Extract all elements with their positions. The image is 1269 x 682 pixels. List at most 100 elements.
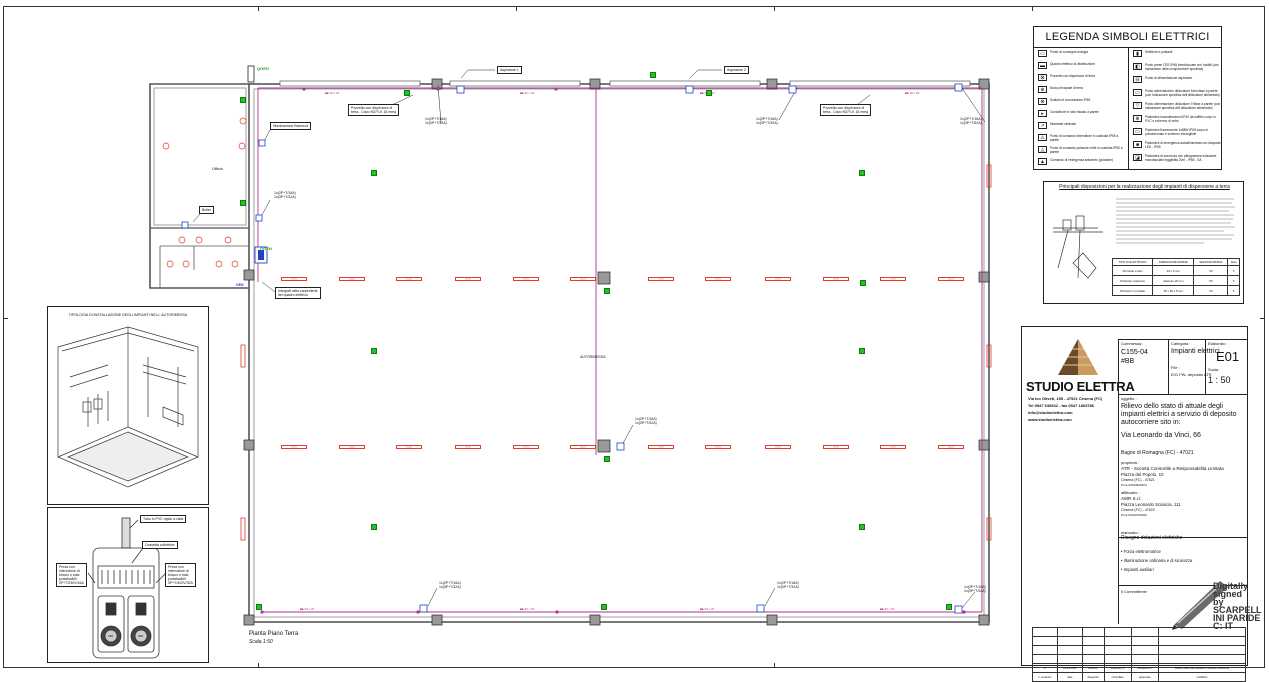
bullet-item: • Impianti ausiliari bbox=[1121, 567, 1154, 572]
fluorescent-lamp: ▭▭ bbox=[455, 277, 481, 281]
fluorescent-lamp-icon: ▭ bbox=[1133, 128, 1142, 135]
emergency-button-icon: ▲ bbox=[1038, 158, 1047, 165]
scala: 1 : 50 bbox=[1208, 375, 1231, 385]
frame-tick bbox=[774, 663, 775, 668]
plan-scale: Scala 1:50 bbox=[249, 639, 273, 645]
elaborato-label: Elaborato : bbox=[1208, 341, 1228, 346]
cassetta-label: Cassetta collettrice bbox=[142, 541, 178, 549]
vertical-riser-icon: ↗ bbox=[1038, 122, 1047, 129]
tb-divider bbox=[1118, 537, 1248, 538]
revision-cell bbox=[1056, 627, 1083, 637]
legend-item-label: Comando di emergenza antivento (pulsante… bbox=[1050, 158, 1113, 162]
junction-box-icon: ⊗ bbox=[1038, 98, 1047, 105]
revision-cell: n. revisione bbox=[1032, 672, 1058, 682]
commessa: C155-04 bbox=[1121, 349, 1148, 356]
lamp-green bbox=[859, 524, 865, 530]
legend-item: ⊗Plafoniera incandescenza IP40 da soffit… bbox=[1131, 114, 1221, 124]
prese-label: 1x(2P+T/16A) 1x(3P+T/32A) bbox=[756, 117, 778, 125]
revision-cell bbox=[1157, 645, 1247, 655]
revision-row bbox=[1032, 654, 1247, 664]
room-label: Ufficio bbox=[212, 166, 224, 171]
revision-cell bbox=[1130, 627, 1159, 637]
switch-icon: ▮ bbox=[1133, 50, 1142, 57]
revision-cell bbox=[1130, 636, 1159, 646]
oggetto: Rilievo dello stato di attuale degli imp… bbox=[1121, 403, 1237, 426]
tb-divider bbox=[1118, 339, 1248, 340]
earth-rod-drawing bbox=[1053, 215, 1103, 279]
fluorescent-lamp: ▭▭ bbox=[570, 445, 596, 449]
frame-tick bbox=[258, 6, 259, 11]
legend-item: ⊕Nodo principale di terra bbox=[1036, 85, 1128, 95]
legend-item-label: Plafoniera fluorescente 1x58W IP65 corpo… bbox=[1145, 128, 1209, 136]
company-email: info@studioelettra.com bbox=[1028, 410, 1073, 415]
tb-divider bbox=[1118, 394, 1248, 395]
elaborato2: Disegno dotazioni elettriche bbox=[1121, 535, 1183, 541]
legend-item: ▭Plafoniera fluorescente 1x58W IP65 corp… bbox=[1131, 127, 1221, 137]
title-block: STUDIO ELETTRA Via Ivo Oliveti, 155 - 47… bbox=[1021, 326, 1262, 682]
principi-header: SEZIONE MINIMA bbox=[1193, 258, 1229, 266]
pozzetto-label: Pozzetto con dispersore di terra - Cavo … bbox=[820, 104, 872, 116]
legend-item: ◬Punto di comando pulsante nelle in cust… bbox=[1036, 145, 1128, 155]
svg-text:■■ 20 x 20: ■■ 20 x 20 bbox=[700, 607, 715, 611]
exit-sign-icon: ◪ bbox=[1133, 154, 1142, 161]
revision-cell bbox=[1081, 627, 1105, 637]
fluorescent-lamp: ▭▭ bbox=[705, 277, 731, 281]
legend-item-label: Scatola di connessione IP55 bbox=[1050, 98, 1091, 102]
legend-item: ⚠Punto di comando interruttore in custod… bbox=[1036, 133, 1128, 143]
table-cell: 5 bbox=[1227, 275, 1240, 286]
lamp-green bbox=[240, 97, 246, 103]
fluorescent-lamp: ▭▭ bbox=[705, 445, 731, 449]
socket-detail: Tubo in PVC rigido a vista Cassetta coll… bbox=[47, 507, 209, 663]
table-cell: 5 bbox=[1227, 285, 1240, 296]
table-cell: Picchetto in profilato bbox=[1111, 285, 1154, 296]
drawing-frame bbox=[3, 6, 1265, 668]
table-cell: diametro 20 mm bbox=[1152, 275, 1195, 286]
sockets bbox=[181, 83, 963, 614]
prese-label: 1x(2P+T/16A) 1x(3P+T/32A) bbox=[439, 581, 461, 589]
legend-item-label: Punto di alimentazione aspiratore bbox=[1145, 76, 1193, 80]
fluorescent-lamp: ▭▭ bbox=[281, 277, 307, 281]
fluorescent-lamp: ▭▭ bbox=[339, 277, 365, 281]
ceiling-lamp-icon: ⊗ bbox=[1133, 115, 1142, 122]
legend-item: ▭Punto alimentazione utilizzatore Monofa… bbox=[1131, 88, 1221, 98]
legend-item-label: Pozzetto con dispersore di terra bbox=[1050, 74, 1096, 78]
proprieta-addr1: Piazza del Popolo, 10 bbox=[1121, 472, 1164, 477]
structural-columns bbox=[243, 78, 990, 626]
lamp-green bbox=[859, 170, 865, 176]
table-cell: Picchetto massiccio bbox=[1111, 275, 1154, 286]
dial-right: 400 bbox=[138, 634, 144, 638]
revision-cell bbox=[1130, 645, 1159, 655]
principi-box: Principali disposizioni per la realizzaz… bbox=[1043, 181, 1244, 304]
prese-label: 1x(2P+T/16A) 1x(3P+T/32A) bbox=[425, 117, 447, 125]
revision-cell bbox=[1103, 645, 1132, 655]
revision-cell bbox=[1157, 654, 1247, 664]
fluorescent-lamp: ▭▭ bbox=[823, 277, 849, 281]
commessa-sub: #BB bbox=[1121, 358, 1135, 365]
elaborato: E01 bbox=[1216, 349, 1240, 364]
fluorescent-lamp: ▭▭ bbox=[396, 445, 422, 449]
legend-item-label: Selettore e pulsanti bbox=[1145, 50, 1173, 54]
fluorescent-lamp: ▭▭ bbox=[455, 445, 481, 449]
revision-cell bbox=[1081, 636, 1105, 646]
lamp-green bbox=[240, 200, 246, 206]
table-cell: 50 bbox=[1193, 285, 1229, 296]
presa-right-label: Presa con interruttore di blocco e basi … bbox=[165, 563, 196, 587]
proprieta: ATR - Società Consortile a Responsabilit… bbox=[1121, 466, 1224, 471]
dial-left: 230 bbox=[108, 634, 114, 638]
user-supply-icon: ▭ bbox=[1133, 89, 1142, 96]
plan-title: Pianta Piano Terra bbox=[249, 631, 299, 637]
bullet-item: • Illuminazione ordinaria e di sicurezza bbox=[1121, 558, 1193, 563]
integrati-label: Integrati nella carpenteria del quadro e… bbox=[275, 287, 321, 299]
emergency-lamp-icon: ■ bbox=[1133, 141, 1142, 148]
fluorescent-lamp: ▭▭ bbox=[880, 445, 906, 449]
elaborato2-label: elaborato : bbox=[1121, 530, 1140, 535]
committente-label: Il Committente bbox=[1121, 589, 1147, 594]
revision-cell bbox=[1081, 654, 1105, 664]
lamp-green bbox=[604, 288, 610, 294]
